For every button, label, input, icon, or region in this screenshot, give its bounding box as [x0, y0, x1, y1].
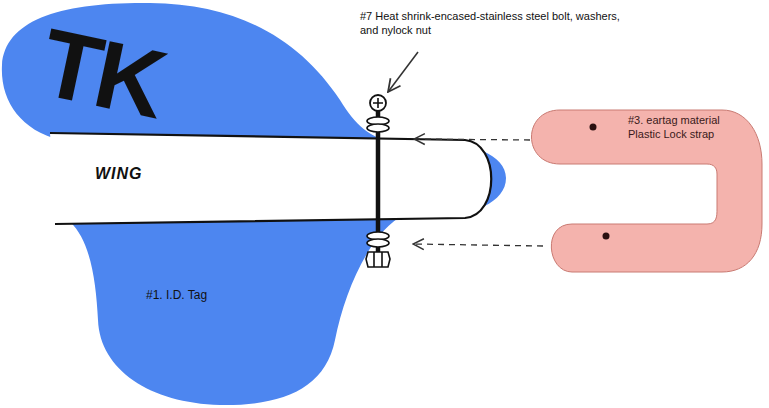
strap-hole [603, 233, 610, 240]
bolt-head [370, 95, 386, 111]
eartag-strap-shape [532, 110, 763, 272]
assembly-arrow [413, 244, 543, 246]
wing-outline [0, 128, 512, 228]
callout-label: #7 Heat shrink-encased-stainless steel b… [360, 10, 622, 38]
assembly-arrow [414, 139, 530, 140]
wing-label: WING [95, 164, 143, 184]
nylock-nut [366, 252, 390, 267]
tag-letters: TK [31, 2, 173, 144]
washer [367, 124, 389, 132]
id-tag-shape [2, 3, 506, 405]
wing-shape [50, 133, 491, 224]
part-label: #1. I.D. Tag [146, 288, 207, 303]
part-label: #3. eartag material Plastic Lock strap [628, 114, 746, 142]
leader-arrow [388, 52, 418, 92]
strap-hole [590, 124, 597, 131]
bolt-head-slot [373, 98, 383, 108]
wing-shape [50, 133, 491, 224]
eartag-strap: #3. eartag material Plastic Lock strap [522, 104, 767, 278]
wing: WING [0, 128, 512, 228]
washer [367, 239, 389, 247]
